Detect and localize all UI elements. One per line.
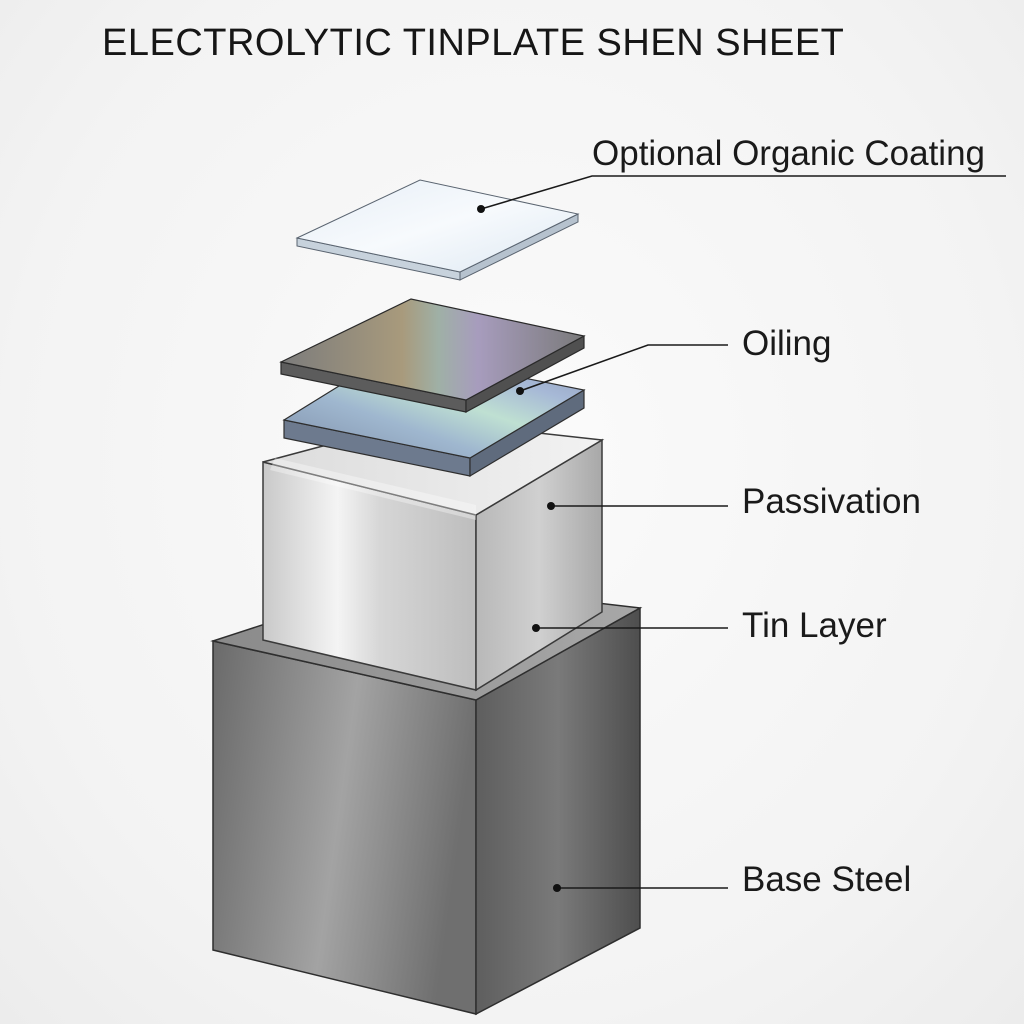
diagram-title: ELECTROLYTIC TINPLATE SHEN SHEET bbox=[102, 22, 845, 64]
leader-line-organic bbox=[480, 175, 1006, 210]
organic-coating-plate bbox=[295, 179, 580, 281]
label-organic-coating: Optional Organic Coating bbox=[592, 134, 985, 173]
label-base-steel: Base Steel bbox=[742, 860, 912, 899]
leader-line-oiling bbox=[519, 344, 728, 392]
label-tin-layer: Tin Layer bbox=[742, 606, 887, 645]
oiling-plate bbox=[279, 298, 586, 414]
leader-dots bbox=[477, 205, 561, 892]
leader-lines bbox=[480, 175, 1006, 889]
label-oiling: Oiling bbox=[742, 324, 832, 363]
label-passivation: Passivation bbox=[742, 482, 921, 521]
